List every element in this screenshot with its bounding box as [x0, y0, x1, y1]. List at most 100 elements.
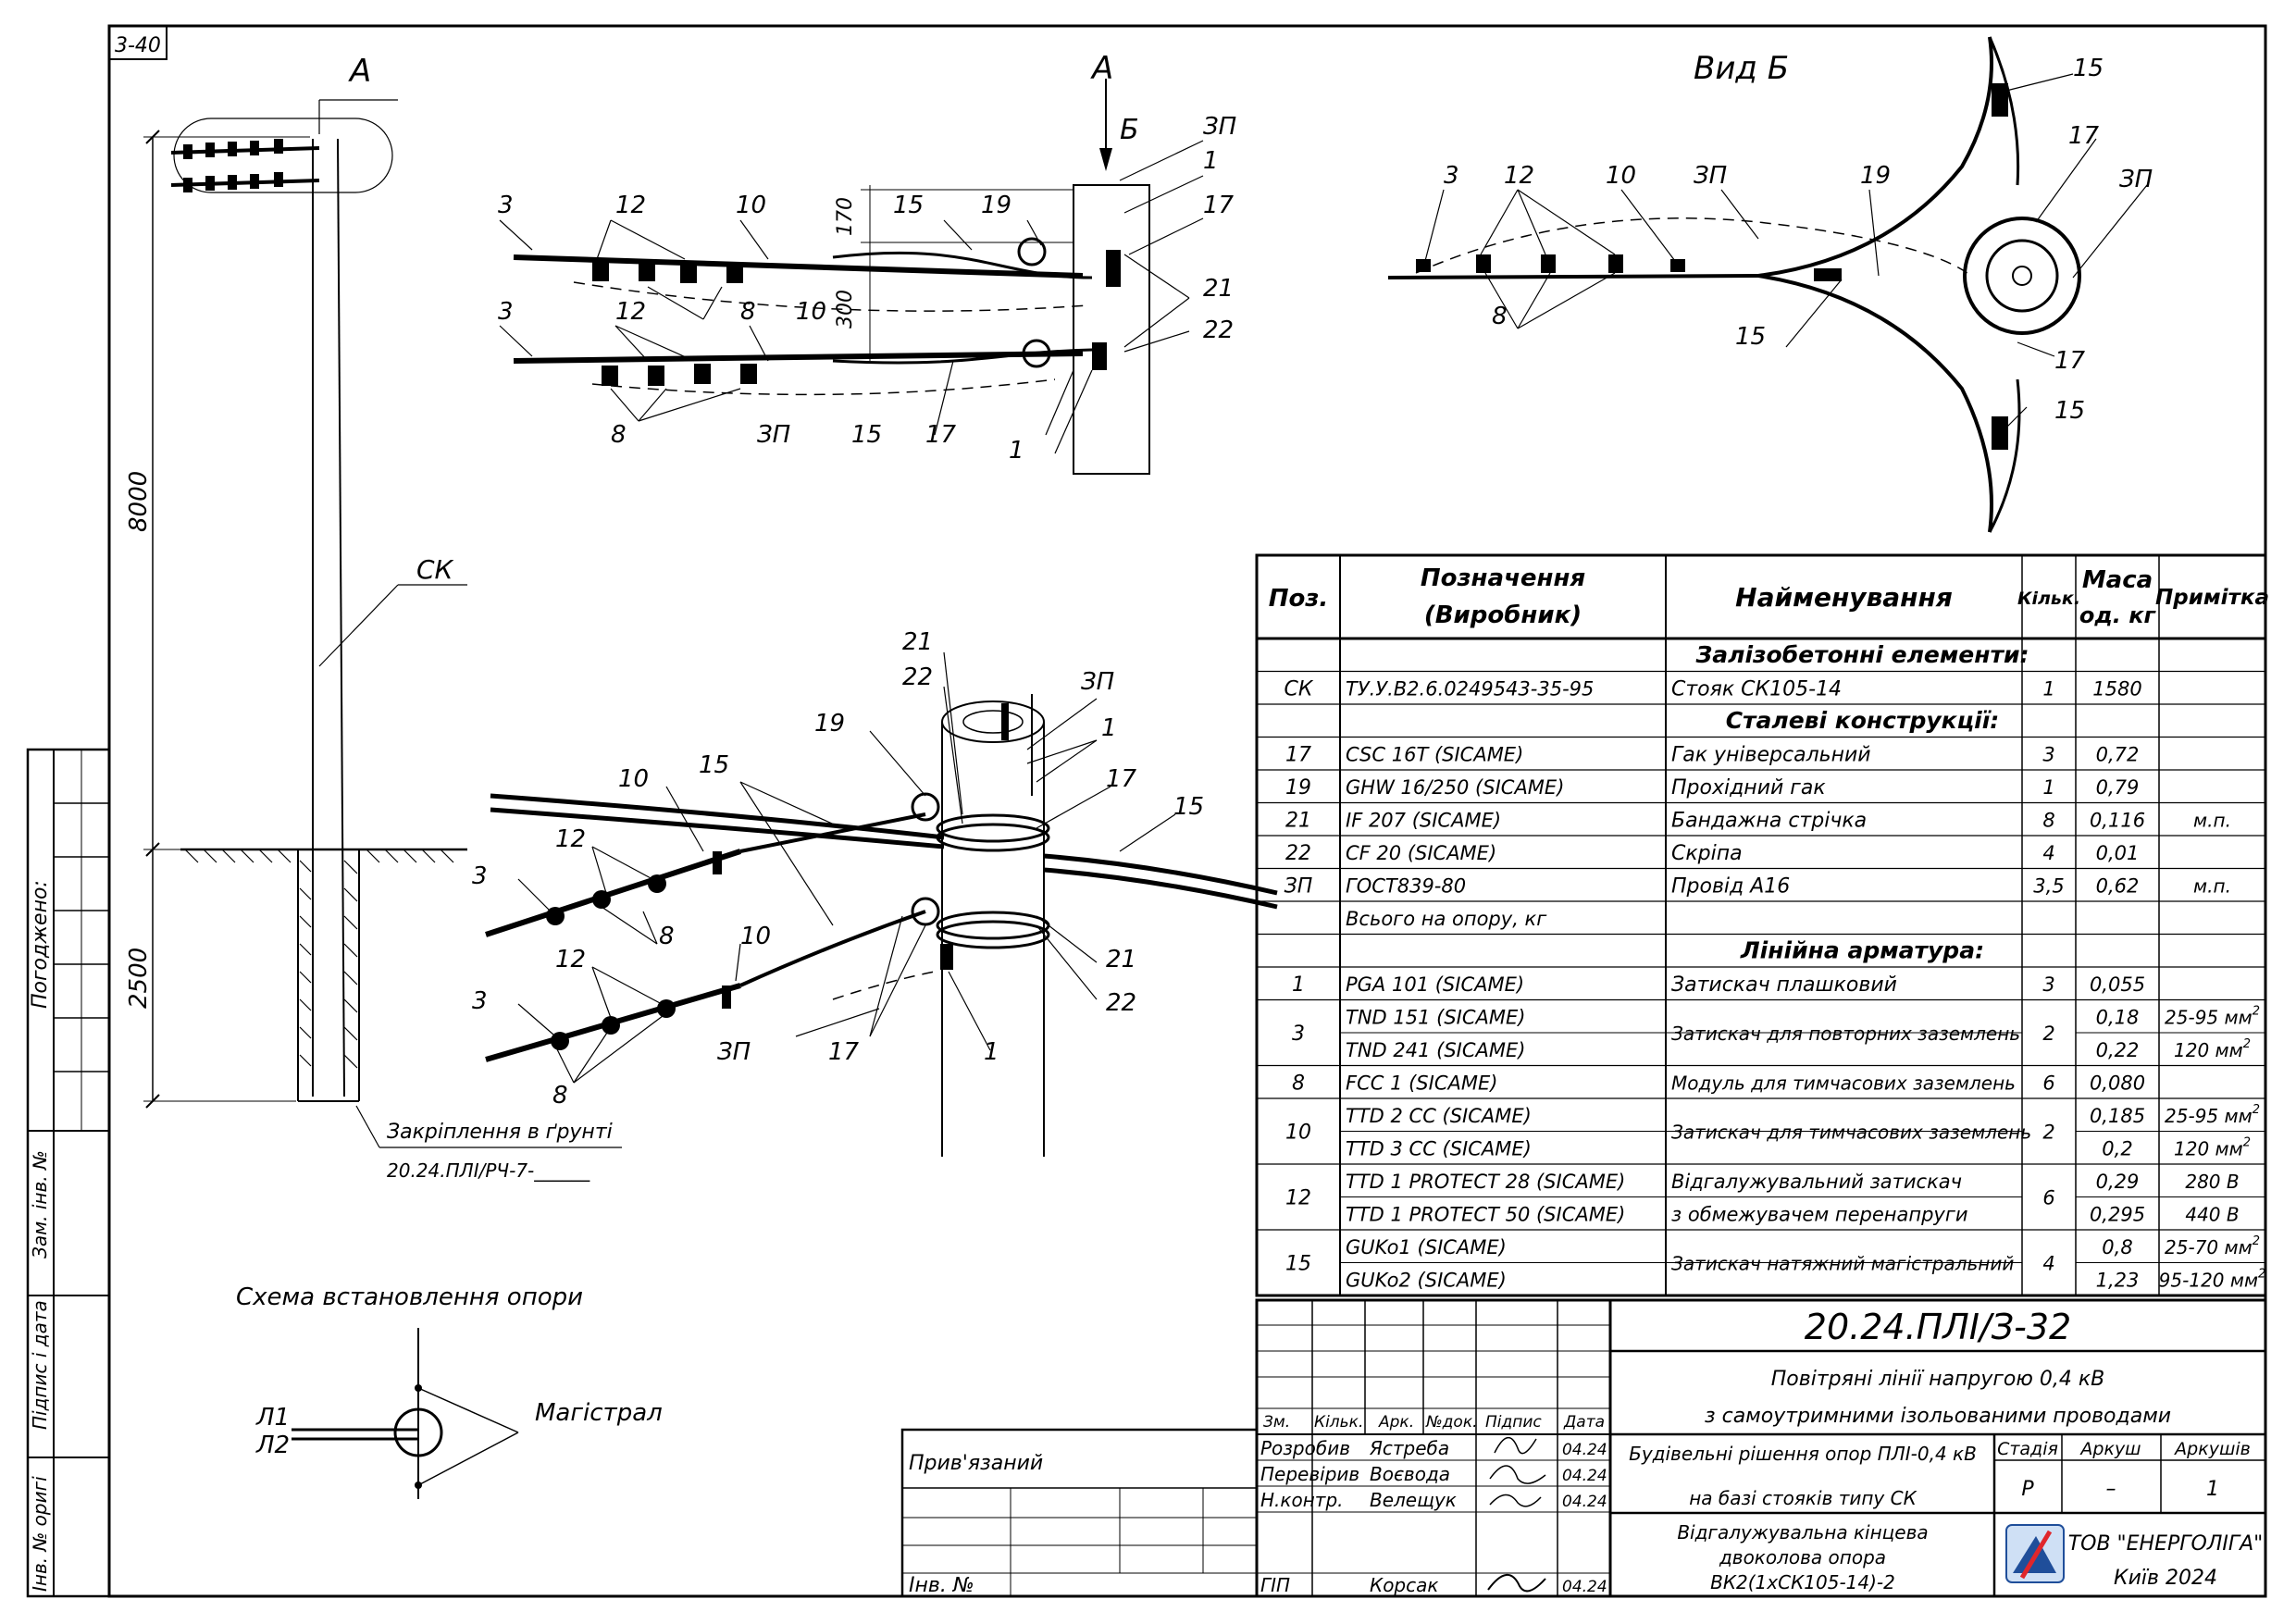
- dim-170-label: 170: [834, 197, 857, 236]
- depth-dim-label: 2500: [125, 948, 153, 1009]
- spec-pos: 17: [1285, 743, 1311, 766]
- callout-22-iso-top: 22: [902, 663, 933, 691]
- scheme-main: Магістрал: [535, 1399, 663, 1427]
- company-name: ТОВ "ЕНЕРГОЛІГА": [2068, 1532, 2264, 1556]
- spec-section-heading: Сталеві конструкції:: [1726, 707, 2000, 734]
- col-zm: Зм.: [1263, 1413, 1290, 1432]
- spec-note: 95-120 мм2: [2159, 1267, 2266, 1291]
- spec-designation: ГОСТ839-80: [1346, 874, 1466, 897]
- spec-mass: 0,62: [2096, 874, 2140, 897]
- header-manufacturer: (Виробник): [1424, 601, 1582, 629]
- callout-10-plan-bottom: 10: [796, 298, 826, 326]
- spec-qty: 6: [2042, 1072, 2054, 1094]
- spec-designation: IF 207 (SICAME): [1346, 809, 1501, 831]
- spec-name: Затискач плашковий: [1671, 973, 1897, 997]
- spec-mass: 0,72: [2096, 743, 2140, 765]
- section-line-2: на базі стояків типу СК: [1689, 1487, 1917, 1509]
- name-gip: Корсак: [1370, 1574, 1438, 1596]
- section-line-1: Будівельні рішення опор ПЛІ-0,4 кВ: [1629, 1443, 1977, 1465]
- callout-21-iso-top: 21: [902, 628, 933, 656]
- spec-pos: 12: [1285, 1187, 1311, 1210]
- signature-nkontr: [1489, 1494, 1542, 1507]
- stage-value: Р: [2021, 1478, 2034, 1501]
- callout-12-iso-top: 12: [555, 825, 586, 853]
- col-ark: Арк.: [1378, 1413, 1414, 1432]
- callout-8-plan: 8: [611, 421, 627, 449]
- section-a2-label: А: [1090, 50, 1113, 87]
- spec-note: 120 мм2: [2174, 1135, 2251, 1159]
- pidpys-data-label: Підпис і дата: [29, 1300, 51, 1430]
- callout-1-plan-bottom: 1: [1009, 437, 1024, 465]
- col-ndok: №док.: [1425, 1413, 1478, 1432]
- spec-mass: 0,79: [2096, 776, 2140, 799]
- spec-pos: 21: [1285, 809, 1311, 832]
- sheets-value: 1: [2206, 1478, 2219, 1501]
- callout-3-iso-bottom: 3: [472, 987, 488, 1015]
- col-data: Дата: [1563, 1413, 1605, 1432]
- spec-qty: 3: [2042, 743, 2054, 765]
- spec-mass: 0,8: [2102, 1236, 2132, 1258]
- spec-name: Стояк СК105-14: [1671, 677, 1842, 700]
- spec-note: 25-95 мм2: [2165, 1103, 2260, 1127]
- callout-1-plan-top: 1: [1203, 147, 1219, 175]
- name-pereviryv: Воєвода: [1370, 1463, 1450, 1485]
- zam-inv-label: Зам. інв. №: [29, 1150, 51, 1258]
- callout-8-iso-mid: 8: [659, 923, 675, 950]
- col-kilk: Кільк.: [1314, 1413, 1363, 1432]
- callout-zp-plan-top: ЗП: [1203, 113, 1236, 141]
- callout-1-iso-bottom: 1: [984, 1038, 999, 1066]
- callout-8-iso-bottom: 8: [552, 1082, 568, 1110]
- view-b-arrow-label: Б: [1120, 114, 1139, 146]
- spec-qty: 6: [2042, 1187, 2054, 1209]
- callout-3-view-b: 3: [1444, 162, 1459, 190]
- drawing-line-2: двоколова опора: [1719, 1546, 1886, 1568]
- inv-orig-label: Інв. № оригі: [29, 1476, 51, 1592]
- callout-10-plan-top: 10: [736, 192, 766, 219]
- spec-name: Скріпа: [1671, 842, 1743, 865]
- spec-designation: TND 241 (SICAME): [1346, 1039, 1525, 1061]
- spec-name: Прохідний гак: [1671, 776, 1826, 800]
- spec-designation: GUKo2 (SICAME): [1346, 1269, 1507, 1291]
- callout-12-view-b: 12: [1504, 162, 1534, 190]
- sheets-header: Аркушів: [2173, 1439, 2251, 1459]
- spec-designation: TTD 1 PROTECT 50 (SICAME): [1346, 1203, 1625, 1225]
- spec-note: 120 мм2: [2174, 1037, 2251, 1061]
- callout-17-plan-top: 17: [1203, 192, 1235, 219]
- scheme-l1: Л1: [255, 1404, 290, 1432]
- company-logo-icon: [2005, 1524, 2065, 1583]
- header-mass-unit: од. кг: [2079, 602, 2157, 628]
- spec-mass: 1580: [2092, 677, 2141, 700]
- spec-note: 25-70 мм2: [2165, 1234, 2260, 1258]
- spec-qty: 1: [2042, 677, 2054, 700]
- callout-zp-iso-bottom: ЗП: [717, 1038, 751, 1066]
- installation-scheme: Схема встановлення опори Л1 Л2 Магістрал: [236, 1283, 663, 1499]
- callout-21-iso-bottom: 21: [1106, 946, 1136, 973]
- spec-designation: TND 151 (SICAME): [1346, 1006, 1525, 1028]
- date-pereviryv: 04.24: [1562, 1467, 1607, 1485]
- callout-15-iso-right: 15: [1173, 793, 1204, 821]
- spec-note: м.п.: [2193, 874, 2231, 897]
- sheet-code: 3-40: [115, 34, 161, 57]
- header-note: Примітка: [2155, 586, 2269, 610]
- spec-name: Бандажна стрічка: [1671, 809, 1867, 832]
- spec-designation: CF 20 (SICAME): [1346, 842, 1496, 864]
- callout-zp-iso: ЗП: [1081, 668, 1114, 696]
- spec-mass: 0,055: [2090, 973, 2145, 996]
- spec-designation: FCC 1 (SICAME): [1346, 1072, 1497, 1094]
- grounding-note: Закріплення в ґрунті: [387, 1121, 613, 1144]
- isometric-view: 21 22 ЗП 1 17 15 21 22 19 15 10 3 12 8 1…: [472, 628, 1278, 1157]
- spec-note: м.п.: [2193, 809, 2231, 831]
- callout-15-plan-top: 15: [893, 192, 924, 219]
- role-gip: ГІП: [1260, 1574, 1290, 1596]
- pole-elevation: 8000 2500 А СК Закріплення в ґрунті 20.2…: [125, 53, 622, 1182]
- callout-15-view-b-top: 15: [2073, 55, 2104, 82]
- date-razrobyv: 04.24: [1562, 1441, 1607, 1459]
- callout-19-view-b: 19: [1860, 162, 1891, 190]
- name-nkontr: Велещук: [1370, 1489, 1457, 1511]
- spec-section-heading: Лінійна арматура:: [1740, 936, 1984, 963]
- callout-21-plan: 21: [1203, 275, 1234, 303]
- callout-19-iso: 19: [814, 710, 845, 738]
- height-dim-label: 8000: [125, 471, 153, 532]
- callout-zp-plan-bottom: ЗП: [757, 421, 790, 449]
- spec-name: Модуль для тимчасових заземлень: [1671, 1072, 2016, 1094]
